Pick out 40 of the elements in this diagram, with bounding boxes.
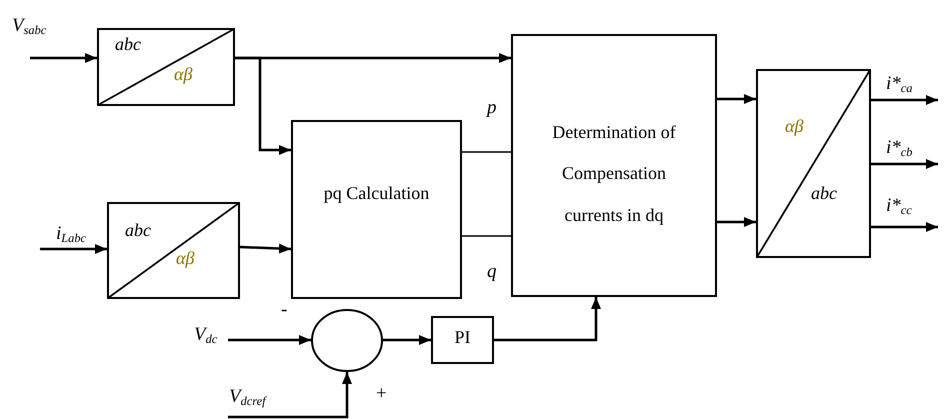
block-label: Determination of Compensation currents in dq [551,121,677,227]
summing-junction [311,309,383,372]
process-box [511,34,717,297]
arrow [383,335,431,345]
transform-label: abc [115,34,141,56]
transform-block [97,28,235,106]
transform-block [756,69,871,258]
sign-label: + [376,384,387,405]
arrow [40,244,107,254]
arrow [228,372,352,418]
arrow [871,159,938,169]
arrow [871,222,938,232]
process-box [291,120,462,299]
transform-label: abc [811,183,837,205]
connector-line [462,235,511,237]
signal-label: i*$_{cb}$ [886,138,912,160]
signal-label: i*$_{ca}$ [886,74,912,96]
arrow [717,217,756,227]
signal-label: i*$_{cc}$ [886,196,912,218]
block-label: PI [453,327,472,349]
arrow [240,244,292,254]
arrow [871,95,938,105]
arrow [235,56,291,155]
arrow [717,94,756,104]
connector-line [462,151,511,153]
transform-label: αβ [174,64,192,86]
transform-label: αβ [785,116,804,138]
block-label: pq Calculation [322,182,430,205]
transform-block [107,202,240,299]
signal-label: V$_{sabc}$ [12,16,46,38]
arrow [30,53,97,63]
transform-label: αβ [176,248,194,270]
arrow [228,335,311,345]
signal-label: V$_{dc}$ [194,325,218,347]
arrow [494,297,601,342]
signal-label: V$_{dcref}$ [229,387,266,409]
signal-label: i$_{Labc}$ [56,224,86,246]
transform-label: abc [125,220,151,242]
sign-label: - [281,300,288,321]
process-box [431,316,494,364]
